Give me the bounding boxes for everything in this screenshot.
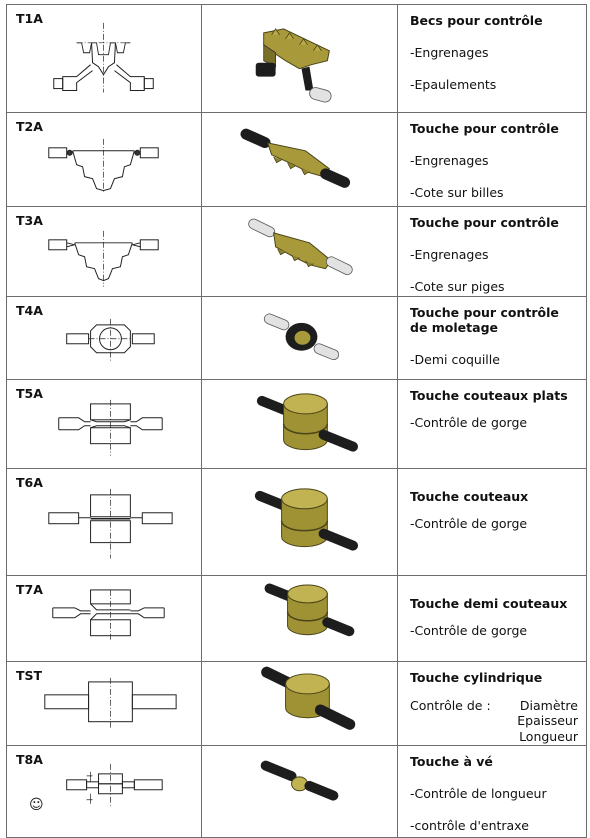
tip-code: TST [16, 667, 43, 683]
photo-cell [201, 660, 398, 746]
table-row: T5A Touche couteaux plats -Con [6, 379, 587, 469]
tip-feature: -Contrôle de longueur [410, 785, 547, 801]
tst-technical-drawing [44, 677, 177, 728]
drawing-cell: T3A [6, 205, 202, 298]
tip-code: T2A [16, 119, 43, 135]
t4a-technical-drawing [66, 319, 155, 364]
description-cell: Touche pour contrôle de moletage -Demi c… [397, 296, 587, 381]
description-cell: Touche à vé -Contrôle de longueur -contr… [397, 744, 587, 838]
table-row: T2A Touche pour contrôle -Engrenages [6, 112, 587, 207]
drawing-cell: T7A [6, 575, 202, 662]
drawing-cell: T4A [6, 296, 202, 381]
tip-code: T8A [16, 751, 43, 767]
table-row: T8A ☺ Touche à [6, 744, 587, 838]
drawing-cell: T8A ☺ [6, 744, 202, 838]
description-cell: Becs pour contrôle -Engrenages -Epauleme… [397, 3, 587, 114]
tip-feature: -Engrenages [410, 45, 489, 60]
tip-title: Touche demi couteaux [410, 596, 568, 612]
t8a-technical-drawing [66, 763, 163, 808]
tip-feature: -Cote sur piges [410, 278, 505, 294]
tip-feature: -Contrôle de gorge [410, 415, 528, 431]
t7a-tip-photo [264, 583, 355, 637]
table-row: T1A Becs po [6, 3, 587, 114]
t6a-technical-drawing [48, 488, 173, 559]
t3a-tip-photo [248, 218, 353, 275]
tip-code: T1A [16, 11, 43, 26]
description-cell: Touche couteaux -Contrôle de gorge [397, 467, 587, 577]
tip-code: T4A [16, 303, 43, 319]
tip-code: T7A [16, 582, 43, 598]
photo-cell [201, 205, 398, 298]
t5a-tip-photo [256, 393, 359, 452]
table-row: T7A Touche demi couteaux -Cont [6, 575, 587, 662]
smiley-symbol: ☺ [29, 797, 44, 814]
table-row: TST Touche cylindrique Contrôle de : [6, 660, 587, 746]
description-cell: Touche cylindrique Contrôle de : Diamètr… [397, 660, 587, 746]
drawing-cell: TST [6, 660, 202, 746]
tip-title: Touche pour contrôle [410, 214, 559, 230]
control-item: Epaisseur [517, 713, 578, 729]
tip-feature: -Engrenages [410, 246, 489, 262]
tip-title: Touche couteaux plats [410, 388, 568, 404]
tip-title-line2: de moletage [410, 320, 498, 336]
photo-cell [201, 575, 398, 662]
tip-title: Becs pour contrôle [410, 13, 543, 28]
photo-cell [201, 296, 398, 381]
t6a-tip-photo [254, 488, 359, 551]
tip-feature: -Demi coquille [410, 352, 500, 368]
description-cell: Touche pour contrôle -Engrenages -Cote s… [397, 112, 587, 207]
description-cell: Touche pour contrôle -Engrenages -Cote s… [397, 205, 587, 298]
drawing-cell: T1A [6, 3, 202, 114]
control-item: Diamètre [519, 697, 578, 713]
tip-title: Touche couteaux [410, 488, 529, 504]
photo-cell [201, 112, 398, 207]
tip-feature: -Epaulements [410, 77, 497, 92]
t2a-technical-drawing [48, 139, 159, 194]
t3a-technical-drawing [48, 230, 159, 287]
t5a-technical-drawing [58, 399, 163, 456]
t8a-tip-photo [260, 760, 339, 801]
tip-feature: -contrôle d'entraxe [410, 817, 529, 833]
tip-feature: -Contrôle de gorge [410, 515, 528, 531]
tip-code: T6A [16, 474, 43, 490]
drawing-cell: T5A [6, 379, 202, 469]
tip-code: T3A [16, 212, 43, 228]
tip-code: T5A [16, 386, 43, 402]
drawing-cell: T6A [6, 467, 202, 577]
t2a-tip-photo [240, 129, 351, 189]
control-item: Longueur [519, 728, 578, 744]
control-label: Contrôle de : [410, 697, 491, 713]
table-row: T4A Touche pour contrôle de moletage [6, 296, 587, 381]
tip-title: Touche à vé [410, 753, 493, 769]
tip-feature: -Cote sur billes [410, 185, 504, 201]
photo-cell [201, 744, 398, 838]
t1a-technical-drawing [53, 22, 154, 93]
photo-cell [201, 379, 398, 469]
table-row: T6A Touche couteaux [6, 467, 587, 577]
tst-tip-photo [261, 666, 356, 730]
t1a-tip-photo [255, 28, 332, 103]
photo-cell [201, 3, 398, 114]
t4a-tip-photo [263, 314, 340, 361]
tip-title: Touche cylindrique [410, 669, 543, 685]
tip-title: Touche pour contrôle [410, 305, 559, 321]
description-cell: Touche couteaux plats -Contrôle de gorge [397, 379, 587, 469]
t7a-technical-drawing [52, 589, 165, 642]
photo-cell [201, 467, 398, 577]
tip-feature: -Contrôle de gorge [410, 623, 528, 639]
description-cell: Touche demi couteaux -Contrôle de gorge [397, 575, 587, 662]
tip-title: Touche pour contrôle [410, 121, 559, 137]
touch-tips-table: T1A Becs po [6, 3, 587, 838]
control-list: Contrôle de : Diamètre Epaisseur Longueu… [410, 698, 580, 745]
tip-feature: -Engrenages [410, 153, 489, 169]
drawing-cell: T2A [6, 112, 202, 207]
table-row: T3A Touche pour contrôle -Engrenages -Co [6, 205, 587, 298]
